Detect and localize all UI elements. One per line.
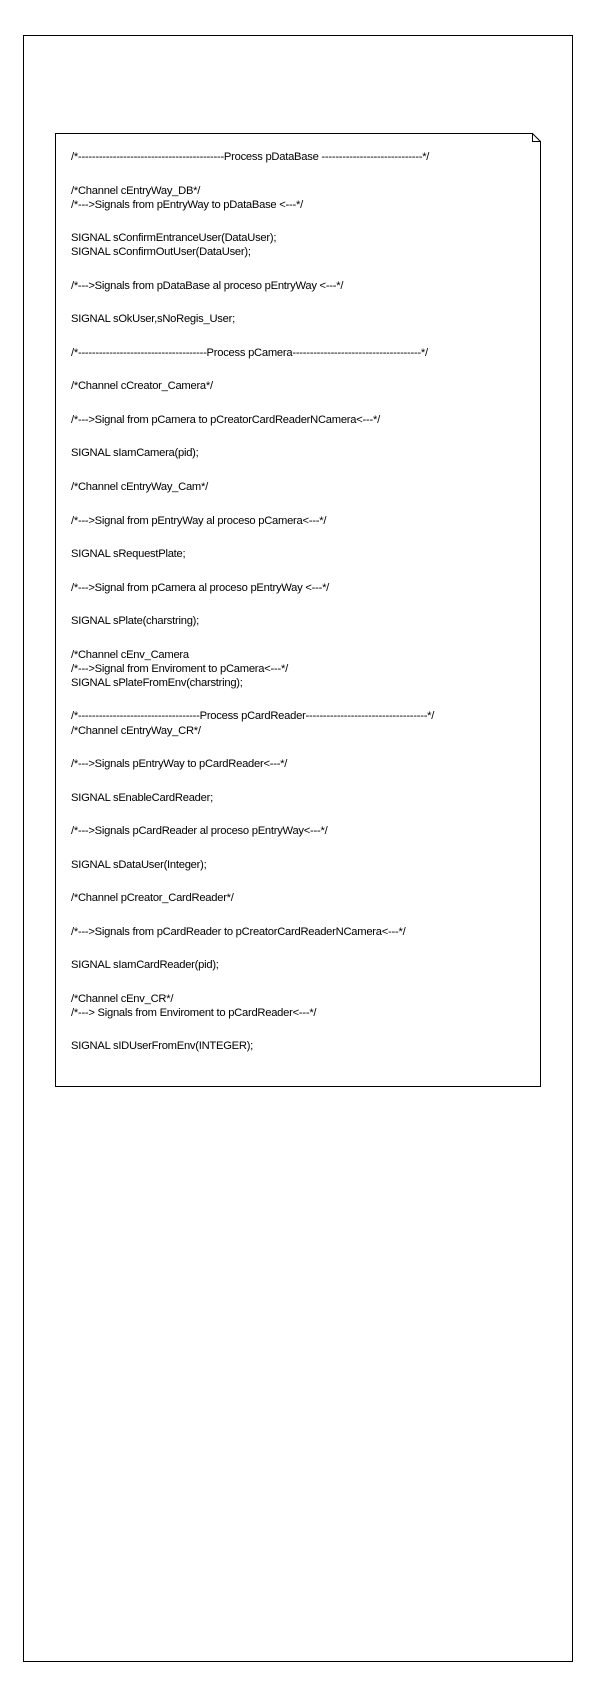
- text-line: /*Channel cEnv_Camera: [71, 649, 189, 661]
- text-line: SIGNAL sIDUserFromEnv(INTEGER);: [71, 1040, 254, 1052]
- text-line: /*--->Signal from pEntryWay al proceso p…: [71, 515, 327, 527]
- text-line: /*--->Signals from pCardReader to pCreat…: [71, 926, 406, 938]
- text-line: /*--->Signals pEntryWay to pCardReader<-…: [71, 758, 288, 770]
- text-line: SIGNAL sPlateFromEnv(charstring);: [71, 677, 243, 689]
- text-line: SIGNAL sEnableCardReader;: [71, 792, 213, 804]
- text-line: /*Channel pCreator_CardReader*/: [71, 892, 234, 904]
- text-symbol-border: [55, 133, 541, 1087]
- text-line: /*-----------------------------------Pro…: [71, 710, 435, 722]
- text-line: SIGNAL sDataUser(Integer);: [71, 859, 207, 871]
- text-line: SIGNAL sIamCardReader(pid);: [71, 959, 219, 971]
- text-line: /*--->Signal from pCamera al proceso pEn…: [71, 582, 330, 594]
- text-line: /*--->Signals from pEntryWay to pDataBas…: [71, 199, 303, 211]
- text-line: /*Channel cEntryWay_CR*/: [71, 725, 201, 737]
- text-line: SIGNAL sConfirmEntranceUser(DataUser);: [71, 232, 277, 244]
- text-line: /*Channel cCreator_Camera*/: [71, 380, 213, 392]
- text-line: SIGNAL sRequestPlate;: [71, 548, 186, 560]
- text-line: /*Channel cEntryWay_DB*/: [71, 185, 201, 197]
- text-line: /*--->Signal from pCamera to pCreatorCar…: [71, 414, 380, 426]
- text-line: /*--->Signal from Enviroment to pCamera<…: [71, 663, 288, 675]
- text-line: SIGNAL sOkUser,sNoRegis_User;: [71, 313, 235, 325]
- text-line: /*--->Signals pCardReader al proceso pEn…: [71, 825, 328, 837]
- text-line: /*--->Signals from pDataBase al proceso …: [71, 280, 344, 292]
- text-declaration-symbol: /*--------------------------------------…: [55, 133, 541, 1087]
- text-line: /*--------------------------------------…: [71, 151, 430, 163]
- text-line: SIGNAL sPlate(charstring);: [71, 615, 200, 627]
- text-line: /*-------------------------------------P…: [71, 347, 428, 359]
- text-line: /*Channel cEnv_CR*/: [71, 993, 174, 1005]
- text-line: SIGNAL sConfirmOutUser(DataUser);: [71, 246, 251, 258]
- text-line: /*---> Signals from Enviroment to pCardR…: [71, 1007, 317, 1019]
- text-line: /*Channel cEntryWay_Cam*/: [71, 481, 208, 493]
- text-line: SIGNAL sIamCamera(pid);: [71, 447, 199, 459]
